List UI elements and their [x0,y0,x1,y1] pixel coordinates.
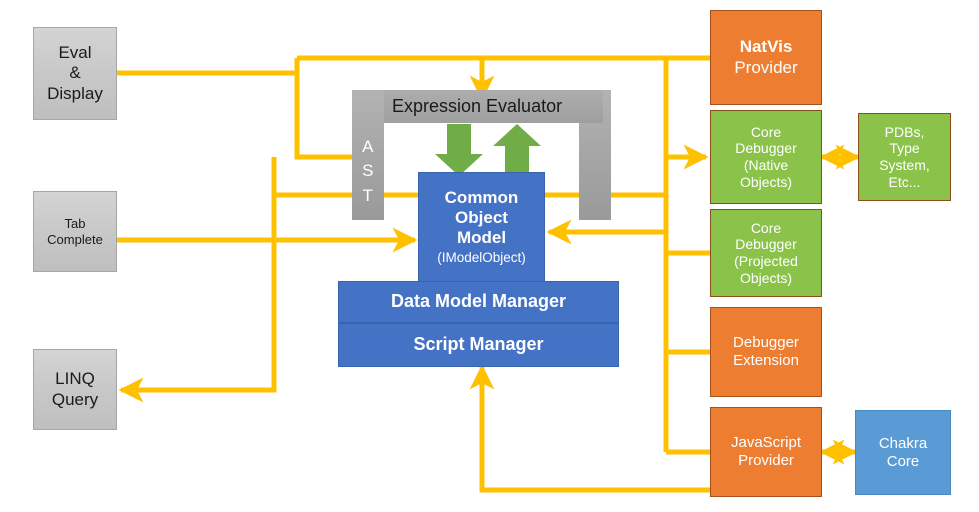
core-debugger-native-line-4: Objects) [739,173,793,190]
tab-complete-line-1: Tab [64,216,86,232]
debugger-extension-box[interactable]: Debugger Extension [710,307,822,397]
chakra-core-box[interactable]: Chakra Core [855,410,951,495]
com-line-1: Common [444,187,519,207]
chakra-core-line-2: Core [886,452,920,470]
pdbs-line-1: PDBs, [884,123,925,140]
core-debugger-projected-line-2: Debugger [735,236,797,253]
data-model-manager-box[interactable]: Data Model Manager [338,281,619,323]
com-interface-label: (IModelObject) [437,250,526,266]
core-debugger-native-line-2: Debugger [735,140,797,157]
pdbs-line-2: Type [889,140,920,157]
core-debugger-projected-line-3: (Projected [734,253,798,269]
script-manager-box[interactable]: Script Manager [338,323,619,367]
eval-display-line-1: Eval [58,43,92,63]
eval-display-line-2: & [69,63,81,83]
eval-display-box[interactable]: Eval & Display [33,27,117,120]
tab-complete-box[interactable]: Tab Complete [33,191,117,272]
wire-eval-to-ast [117,70,384,170]
core-debugger-native-line-1: Core [750,123,782,140]
com-line-3: Model [456,228,507,248]
data-model-manager-label: Data Model Manager [390,291,567,312]
natvis-provider-box[interactable]: NatVis Provider [710,10,822,105]
core-debugger-projected-box[interactable]: Core Debugger (Projected Objects) [710,209,822,297]
natvis-provider-line-2: Provider [734,57,798,77]
ast-letter-t: T [362,185,374,205]
pdbs-line-3: System, [879,157,930,173]
debugger-extension-line-1: Debugger [733,334,799,352]
expression-evaluator-label: Expression Evaluator [392,96,563,116]
ast-letter-a: A [362,136,374,156]
core-debugger-projected-line-1: Core [750,219,782,236]
javascript-provider-line-1: JavaScript [730,434,802,452]
wire-javascript-to-script-manager [469,364,710,493]
core-debugger-native-box[interactable]: Core Debugger (Native Objects) [710,110,822,204]
javascript-provider-box[interactable]: JavaScript Provider [710,407,822,497]
pdbs-type-system-box[interactable]: PDBs, Type System, Etc... [858,113,951,201]
pdbs-line-4: Etc... [888,173,921,190]
linq-query-line-2: Query [51,389,99,409]
evaluator-com-green-arrows [435,124,541,176]
eval-display-line-3: Display [47,83,103,103]
common-object-model-box[interactable]: Common Object Model (IModelObject) [418,172,545,282]
core-debugger-native-line-3: (Native [743,157,789,173]
linq-query-line-1: LINQ [55,369,95,389]
chakra-core-line-1: Chakra [878,434,928,452]
ast-label: A S T [352,123,384,220]
natvis-provider-line-1: NatVis [739,37,793,57]
core-debugger-projected-line-4: Objects) [739,269,793,286]
debugger-extension-line-2: Extension [733,352,799,369]
com-line-2: Object [455,208,508,228]
green-arrow-up [493,124,541,176]
javascript-provider-line-2: Provider [738,452,794,469]
green-arrow-down [435,124,483,176]
tab-complete-line-2: Complete [47,231,103,247]
linq-query-box[interactable]: LINQ Query [33,349,117,430]
expression-evaluator-title-bar: Expression Evaluator [384,90,603,123]
ast-letter-s: S [362,161,374,181]
script-manager-label: Script Manager [413,334,544,355]
